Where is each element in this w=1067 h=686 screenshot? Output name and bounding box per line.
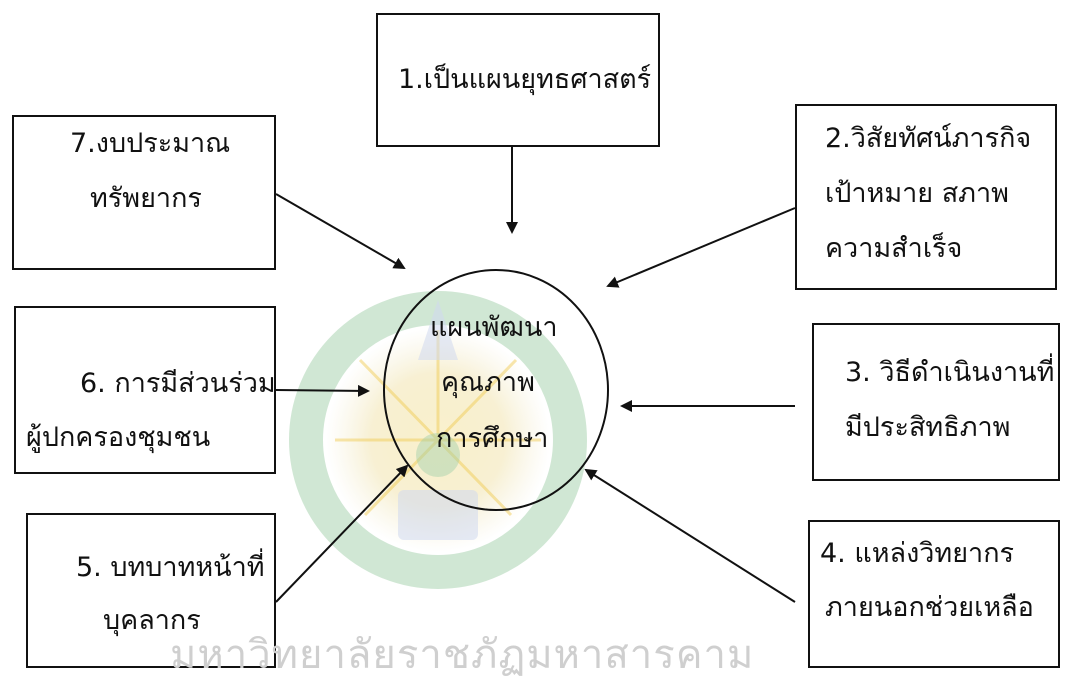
box-4-line-1: 4. แหล่งวิทยากร bbox=[820, 538, 1015, 569]
box-2-line-1: 2.วิสัยทัศน์ภารกิจ bbox=[825, 123, 1032, 154]
box-6-line-1: 6. การมีส่วนร่วม bbox=[80, 368, 276, 399]
center-line-1: แผนพัฒนา bbox=[430, 312, 558, 343]
box-7-line-1: 7.งบประมาณ bbox=[70, 128, 231, 159]
box-5-line-1: 5. บทบาทหน้าที่ bbox=[76, 552, 265, 583]
box-7-line-2: ทรัพยากร bbox=[90, 183, 202, 214]
box-4 bbox=[808, 520, 1060, 668]
box-7 bbox=[12, 115, 276, 270]
box-1-line-1: 1.เป็นแผนยุทธศาสตร์ bbox=[398, 64, 652, 95]
box-2-line-2: เป้าหมาย สภาพ bbox=[825, 178, 1009, 209]
watermark-text: มหาวิทยาลัยราชภัฏมหาสารคาม bbox=[170, 632, 755, 678]
box-3 bbox=[812, 323, 1060, 481]
center-line-2: คุณภาพ bbox=[441, 367, 535, 398]
arrow-b6 bbox=[275, 384, 370, 397]
box-6 bbox=[14, 306, 276, 474]
arrow-b5 bbox=[275, 464, 409, 603]
box-5 bbox=[26, 513, 276, 668]
box-3-line-2: มีประสิทธิภาพ bbox=[845, 412, 1011, 443]
box-1 bbox=[376, 13, 660, 147]
box-5-line-2: บุคลากร bbox=[103, 605, 201, 636]
arrow-b7 bbox=[275, 193, 406, 270]
box-6-line-2: ผู้ปกครองชุมชน bbox=[26, 422, 211, 453]
box-4-line-2: ภายนอกช่วยเหลือ bbox=[825, 592, 1034, 623]
box-2-line-3: ความสำเร็จ bbox=[825, 233, 963, 264]
center-line-3: การศึกษา bbox=[436, 423, 549, 454]
arrow-b2 bbox=[606, 207, 796, 288]
center-ellipse bbox=[383, 269, 609, 511]
box-3-line-1: 3. วิธีดำเนินงานที่ bbox=[845, 357, 1055, 388]
arrow-b4 bbox=[584, 468, 796, 603]
box-2 bbox=[795, 104, 1057, 290]
